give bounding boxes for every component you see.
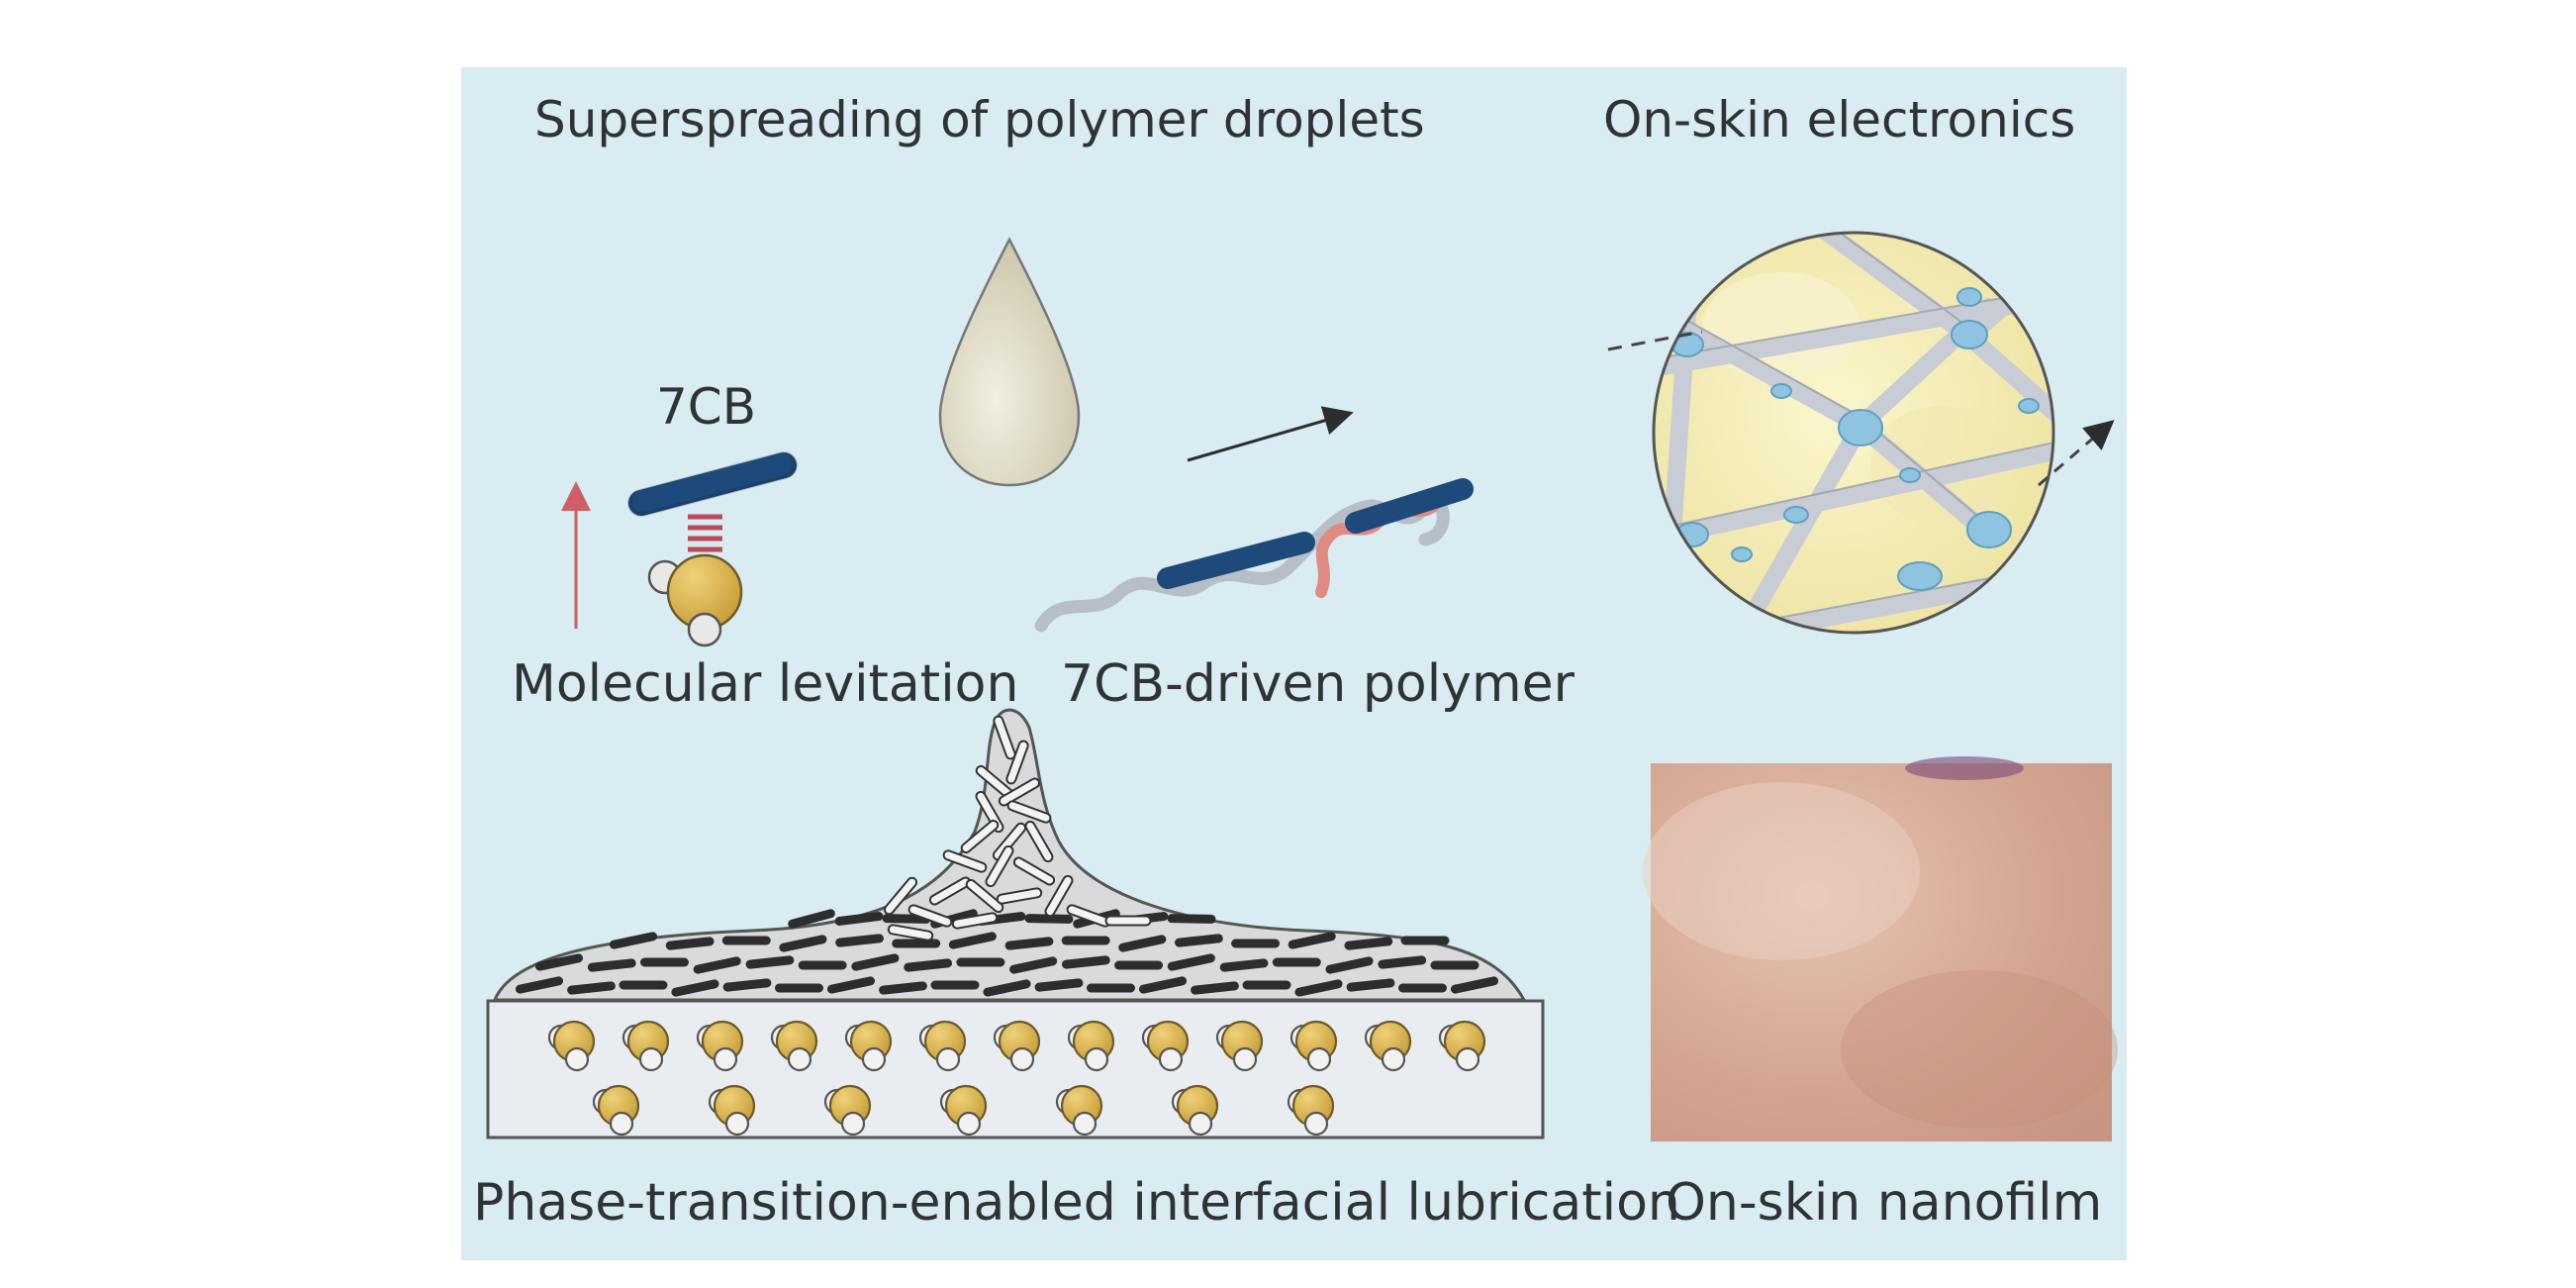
lc-rod	[1000, 779, 1039, 805]
levitation-water-molecule	[647, 553, 743, 647]
polymer-motion-arrow	[1187, 406, 1354, 462]
lc-rod	[1175, 934, 1223, 947]
polymer-label: 7CB-driven polymer	[1061, 654, 1575, 714]
liquid-crystal-rods	[515, 715, 1499, 997]
levitation-label: Molecular levitation	[512, 654, 1018, 714]
polymer-7cb-rod-2	[1345, 478, 1474, 534]
lc-rod	[1191, 981, 1239, 995]
lc-rod	[994, 824, 1025, 859]
lc-rod	[1294, 979, 1343, 997]
lc-rod	[745, 955, 795, 969]
network-dashed-in	[1607, 330, 1703, 351]
lc-rod	[998, 889, 1041, 903]
lc-rod	[834, 912, 884, 926]
lc-rod	[944, 851, 986, 871]
lc-rod	[1346, 978, 1395, 992]
lc-rod	[1325, 956, 1374, 974]
lc-rod	[1009, 956, 1058, 974]
lc-rod	[885, 878, 916, 914]
lc-rod	[1138, 976, 1188, 994]
lc-rod	[1288, 932, 1336, 949]
lc-rod	[567, 981, 616, 995]
hydrogen-bond	[688, 514, 722, 552]
lc-rod	[515, 976, 564, 994]
lc-rod	[1118, 935, 1167, 952]
lc-rod	[609, 932, 658, 949]
lc-rod	[1008, 802, 1050, 822]
lc-rod	[1061, 955, 1110, 969]
lc-rod	[851, 953, 900, 971]
lc-rod	[904, 958, 953, 972]
lc-rod	[879, 981, 927, 995]
lc-rod	[1068, 906, 1109, 926]
lc-rod	[1026, 822, 1052, 861]
lc-rod	[1024, 914, 1074, 924]
lc-rod	[995, 717, 1014, 758]
title-left: Superspreading of polymer droplets	[534, 91, 1425, 149]
lc-rod	[953, 914, 997, 928]
lc-rod	[1450, 976, 1499, 994]
lc-rod	[930, 878, 970, 904]
lc-rod	[1167, 914, 1216, 924]
lc-rod	[962, 821, 998, 852]
lc-rod	[722, 978, 772, 992]
polymer-7cb-rod-1	[1157, 532, 1315, 589]
lc-rod	[1167, 953, 1215, 971]
lc-rod	[948, 932, 997, 949]
title-right: On-skin electronics	[1603, 91, 2075, 149]
lc-rod	[826, 976, 876, 994]
lc-rod	[977, 766, 1012, 798]
lc-rod	[693, 956, 741, 974]
lc-rod	[1014, 858, 1054, 884]
fiber-network-icon	[1607, 231, 2115, 635]
lc-rod	[1219, 958, 1269, 972]
lc-rod	[1046, 876, 1072, 916]
lc-rod	[671, 979, 719, 997]
lc-rod	[1007, 742, 1027, 783]
bottom-right-label: On-skin nanofilm	[1666, 1173, 2102, 1233]
network-dashed-out	[2038, 420, 2115, 487]
lc-rod	[1344, 937, 1393, 950]
lc-rod	[909, 906, 951, 926]
lc-rod	[665, 937, 715, 950]
lc-rod	[987, 846, 1012, 886]
7cb-rod	[627, 451, 798, 517]
lc-rod	[983, 979, 1031, 997]
molecule-label: 7CB	[656, 378, 756, 436]
lc-rod	[1378, 955, 1427, 969]
droplet-icon	[938, 237, 1081, 487]
lc-rod	[1034, 978, 1084, 992]
lc-rod	[1004, 937, 1054, 950]
lc-rod	[835, 934, 884, 947]
lc-rod	[587, 958, 636, 972]
lc-rod	[889, 926, 932, 940]
lc-rod	[788, 909, 835, 929]
lc-rod	[779, 935, 827, 952]
lc-rod	[967, 880, 1002, 912]
lc-rod	[882, 914, 931, 924]
bottom-left-label: Phase-transition-enabled interfacial lub…	[473, 1173, 1680, 1233]
skin-photo	[1643, 756, 2118, 1141]
lc-rod	[534, 953, 584, 971]
